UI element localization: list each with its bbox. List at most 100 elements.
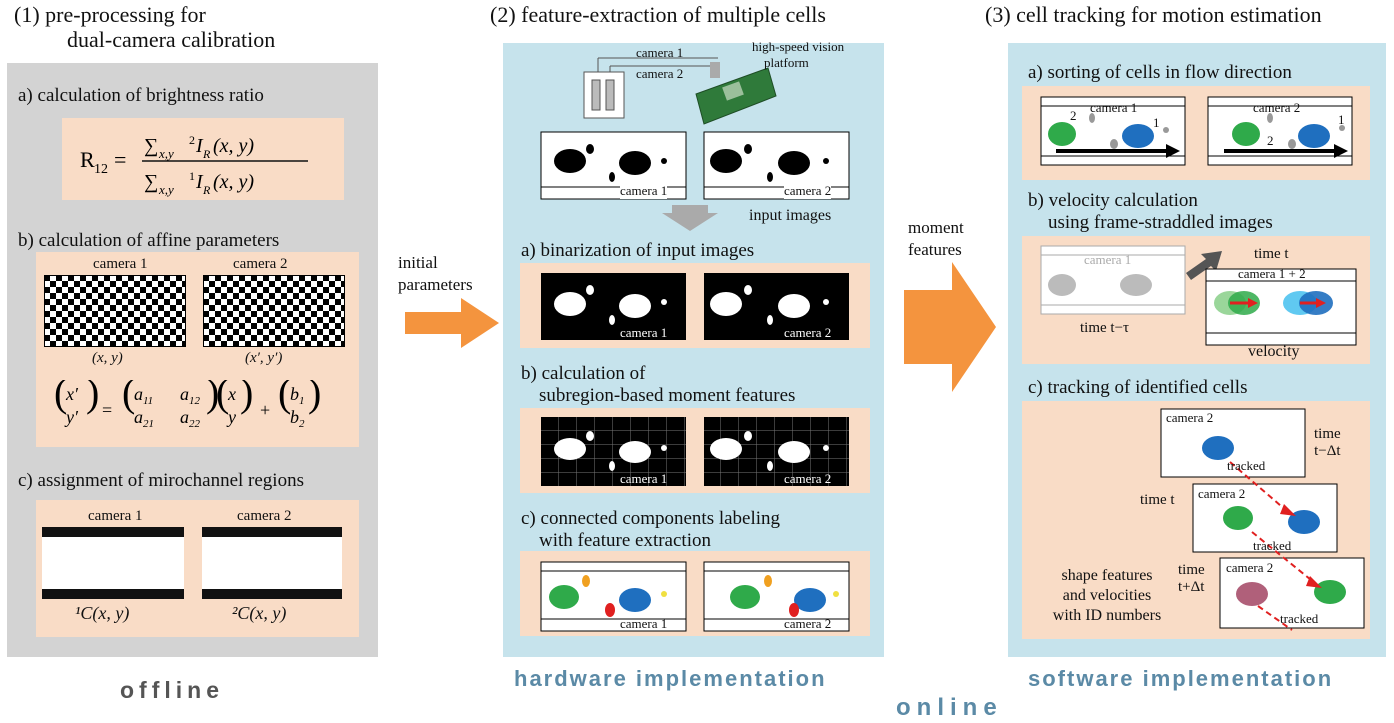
arrow1-line1: initial	[398, 253, 438, 272]
svg-text:x′: x′	[65, 384, 79, 404]
col1-c-label: c) assignment of mirochannel regions	[18, 470, 304, 491]
svg-text:11: 11	[143, 395, 153, 407]
svg-text:12: 12	[94, 162, 108, 177]
svg-text:R: R	[202, 183, 211, 197]
sort-camera2: camera 2	[1253, 100, 1301, 115]
track-tracked-3: tracked	[1280, 611, 1319, 626]
col2-c-label1: c) connected components labeling	[521, 508, 781, 529]
col2-b-label2: subregion-based moment features	[539, 385, 796, 406]
svg-text:b: b	[290, 407, 299, 427]
svg-text:1: 1	[299, 395, 305, 407]
brightness-ratio-formula: R 12 = ∑ x,y 2 I R (x, y) ∑ x,y 1 I R (x…	[80, 133, 308, 197]
b-camera2-label: camera 2	[233, 256, 288, 272]
sort-num1-left: 1	[1153, 115, 1160, 130]
svg-text:(: (	[122, 380, 135, 415]
col3-c-label: c) tracking of identified cells	[1028, 377, 1248, 398]
vel-time-t: time t	[1254, 246, 1289, 262]
vel-time-ttau: time t−τ	[1080, 320, 1130, 336]
svg-text:(: (	[278, 380, 291, 415]
svg-text:2: 2	[299, 418, 305, 430]
subregion-grid-images	[541, 417, 849, 486]
track-time-tpdt-1: time	[1178, 562, 1205, 578]
bin-camera1: camera 1	[620, 325, 668, 340]
track-camera2-1: camera 2	[1166, 410, 1214, 425]
sort-camera1: camera 1	[1090, 100, 1138, 115]
arrow2-label: moment features	[908, 217, 964, 261]
lab-camera2: camera 2	[784, 616, 832, 631]
svg-text:a: a	[180, 407, 189, 427]
sort-num2-right: 2	[1267, 133, 1274, 148]
input-camera2: camera 2	[784, 183, 832, 199]
input-images-label: input images	[749, 207, 832, 224]
track-camera2-3: camera 2	[1226, 560, 1274, 575]
svg-text:): )	[240, 380, 253, 415]
svg-text:12: 12	[189, 395, 201, 407]
track-time-tmdt-2: t−Δt	[1314, 443, 1341, 459]
svg-text:b: b	[290, 384, 299, 404]
vel-camera12: camera 1 + 2	[1238, 266, 1306, 281]
svg-text:I: I	[195, 135, 204, 157]
coord-xy-prime: (x′, y′)	[245, 350, 283, 366]
grid-camera1: camera 1	[620, 471, 668, 486]
svg-text:y′: y′	[64, 407, 79, 427]
input-images	[540, 131, 850, 200]
sorting-images	[1040, 96, 1353, 166]
arrow1-label: initial parameters	[398, 252, 473, 296]
col2-c-label2: with feature extraction	[539, 530, 711, 551]
velocity-images	[1040, 245, 1357, 346]
svg-text:∑: ∑	[144, 171, 158, 193]
col2-b-label1: b) calculation of	[521, 363, 646, 384]
moment-features-arrow	[904, 262, 996, 392]
checkerboard-camera2	[203, 275, 345, 347]
brightness-ratio-box: R 12 = ∑ x,y 2 I R (x, y) ∑ x,y 1 I R (x…	[62, 118, 344, 200]
svg-text:R: R	[202, 147, 211, 161]
software-label: software implementation	[1028, 666, 1334, 691]
sort-num1-right: 1	[1338, 112, 1345, 127]
hsv-line1: high-speed vision	[752, 39, 845, 54]
svg-text:(x, y): (x, y)	[213, 135, 254, 157]
binarized-images	[541, 273, 849, 340]
arrow2-line1: moment	[908, 218, 964, 237]
tracking-frames	[1160, 408, 1365, 631]
channel-C2: ²C(x, y)	[232, 603, 287, 623]
svg-text:∑: ∑	[144, 135, 158, 157]
shape-line2: and velocities	[1062, 587, 1152, 604]
track-time-tmdt: time t−Δt	[1314, 426, 1341, 460]
labeled-images	[540, 561, 850, 632]
c-camera1-label: camera 1	[88, 508, 143, 524]
checkerboard-camera1	[44, 275, 186, 347]
track-time-t: time t	[1140, 492, 1175, 508]
track-time-tmdt-1: time	[1314, 426, 1341, 442]
lab-camera1: camera 1	[620, 616, 668, 631]
svg-text:): )	[308, 380, 321, 415]
svg-text:21: 21	[143, 418, 154, 430]
grid-camera2: camera 2	[784, 471, 832, 486]
illus-camera1: camera 1	[636, 45, 684, 60]
svg-text:I: I	[195, 171, 204, 193]
col1-title-line2: dual-camera calibration	[67, 27, 276, 52]
camera-platform-illustration	[583, 57, 777, 125]
hsv-line2: platform	[764, 55, 809, 70]
track-tracked-2: tracked	[1253, 538, 1292, 553]
vel-camera1: camera 1	[1084, 252, 1132, 267]
arrow1-line2: parameters	[398, 275, 473, 294]
svg-text:a: a	[180, 384, 189, 404]
svg-text:+: +	[260, 400, 270, 420]
c-camera2-label: camera 2	[237, 508, 292, 524]
svg-text:(: (	[54, 380, 67, 415]
offline-label: offline	[120, 677, 224, 703]
shape-line3: with ID numbers	[1052, 607, 1162, 624]
track-time-tpdt-2: t+Δt	[1178, 579, 1205, 595]
svg-text:a: a	[134, 384, 143, 404]
input-camera1: camera 1	[620, 183, 668, 199]
col3-b-label1: b) velocity calculation	[1028, 190, 1198, 211]
hardware-label: hardware implementation	[514, 666, 827, 691]
vel-velocity: velocity	[1248, 343, 1300, 360]
arrow2-line2: features	[908, 240, 962, 259]
svg-text:(: (	[216, 380, 229, 415]
svg-text:x,y: x,y	[158, 182, 174, 197]
svg-text:=: =	[102, 400, 112, 420]
svg-text:1: 1	[189, 169, 195, 183]
shape-features-text: shape features and velocities with ID nu…	[1038, 566, 1176, 626]
svg-text:x,y: x,y	[158, 146, 174, 161]
